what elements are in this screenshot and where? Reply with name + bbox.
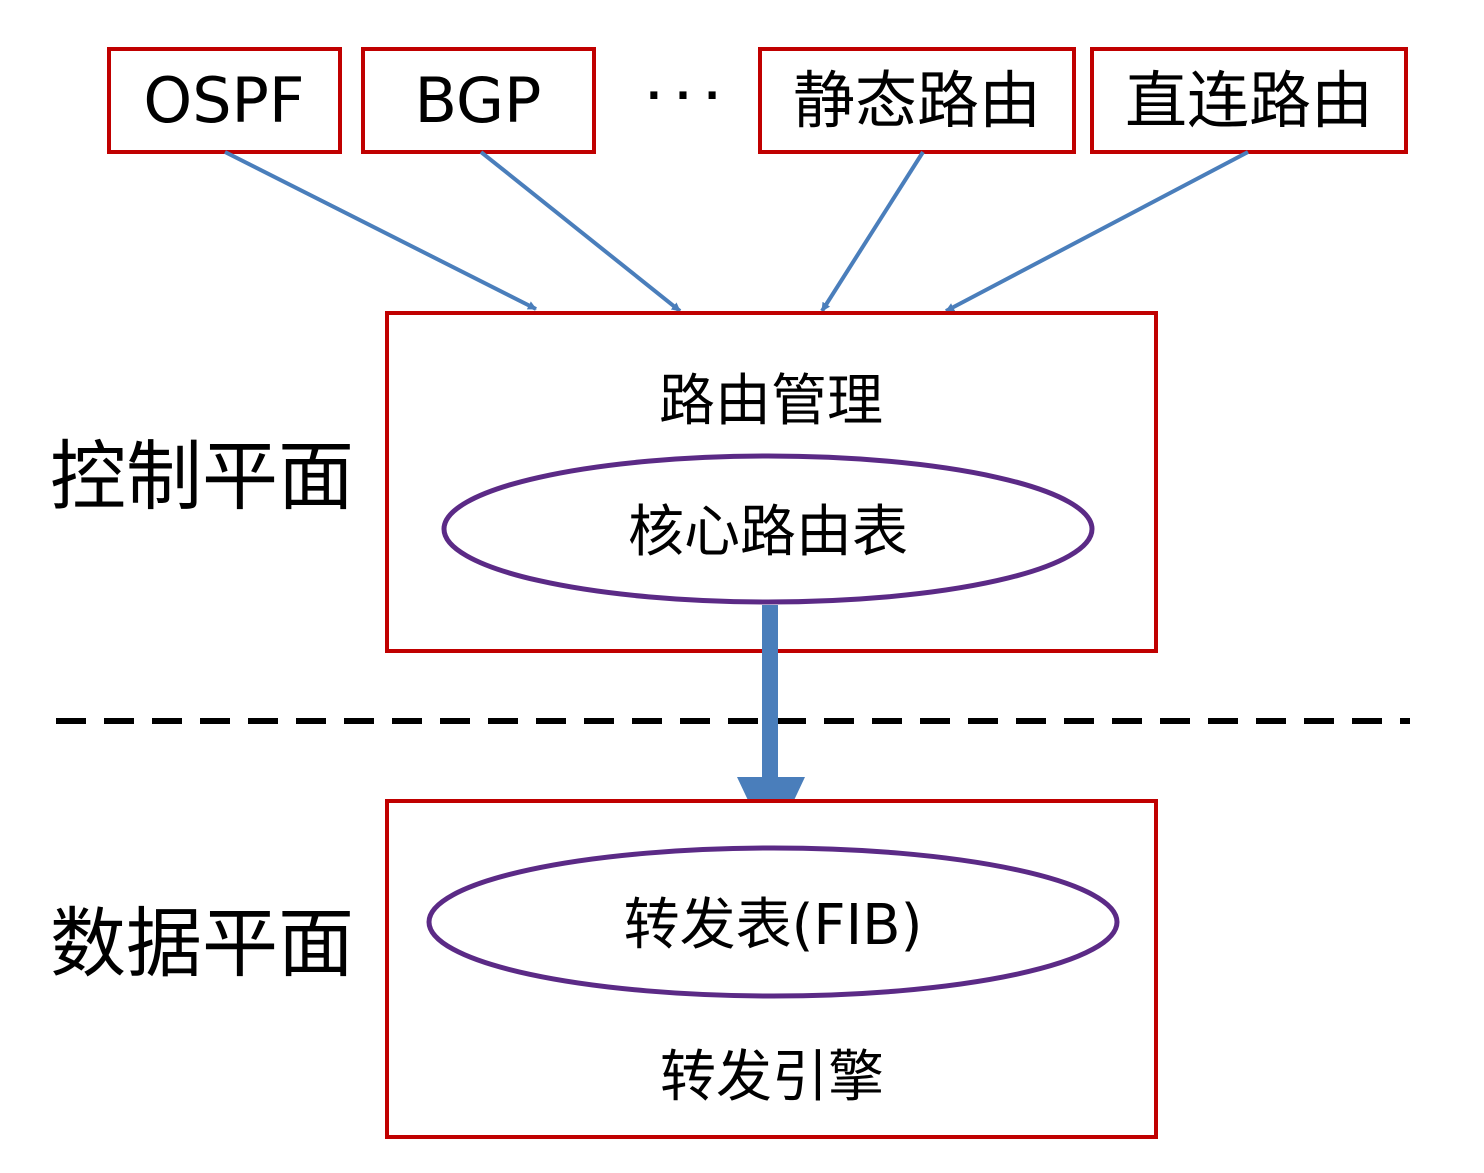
static-route-box: 静态路由 bbox=[758, 47, 1076, 154]
direct-route-box: 直连路由 bbox=[1090, 47, 1408, 154]
arrow-ospf-to-management bbox=[224, 150, 537, 311]
arrow-static-to-management bbox=[820, 150, 925, 313]
core-routing-table-ellipse: 核心路由表 bbox=[441, 453, 1095, 605]
fib-label: 转发表(FIB) bbox=[624, 893, 923, 958]
bgp-label: BGP bbox=[415, 64, 542, 137]
direct-route-label: 直连路由 bbox=[1125, 64, 1373, 137]
ospf-label: OSPF bbox=[143, 64, 304, 137]
static-route-label: 静态路由 bbox=[793, 64, 1041, 137]
data-plane-label: 数据平面 bbox=[50, 899, 354, 988]
forwarding-engine-label: 转发引擎 bbox=[660, 1045, 884, 1110]
bgp-box: BGP bbox=[361, 47, 596, 154]
control-plane-label: 控制平面 bbox=[50, 432, 354, 521]
route-management-title: 路由管理 bbox=[659, 369, 883, 434]
more-protocols-ellipsis: · · · bbox=[646, 73, 719, 119]
arrow-bgp-to-management bbox=[479, 150, 682, 313]
arrow-direct-to-management bbox=[945, 150, 1249, 313]
core-routing-table-label: 核心路由表 bbox=[628, 500, 908, 565]
ospf-box: OSPF bbox=[107, 47, 342, 154]
fib-ellipse: 转发表(FIB) bbox=[426, 845, 1120, 999]
